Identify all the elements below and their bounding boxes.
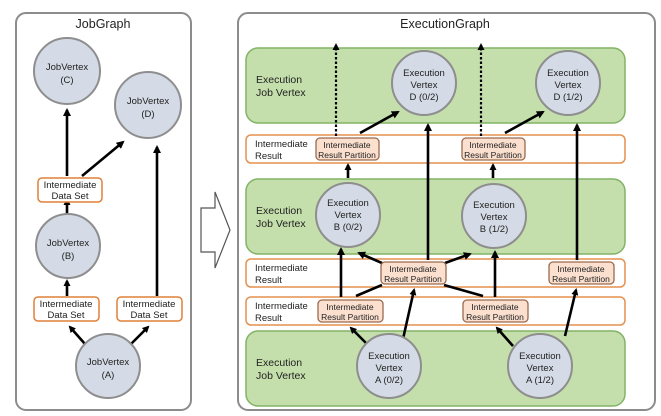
edge-irp-a1-to-irp-a0-line (355, 283, 383, 298)
job-vertex-a-id: (A) (102, 370, 115, 381)
ir-b-label-1: Intermediate (255, 139, 308, 150)
ir-a1-label-2: Result (255, 275, 282, 286)
ids-b-line1: Intermediate (44, 180, 97, 191)
ir-a2-label-1: Intermediate (255, 301, 308, 312)
execution-vertex-d1[interactable]: Execution Vertex D (1/2) (535, 50, 601, 116)
irp-b0-line2: Result Partition (318, 150, 376, 160)
edge-irp-b1-to-d1 (504, 110, 545, 135)
ids-a2-line1: Intermediate (123, 299, 176, 310)
intermediate-data-set-a2[interactable]: Intermediate Data Set (116, 296, 183, 322)
irp-a1d-line2: Result Partition (552, 274, 610, 284)
irp-a1d-line1: Intermediate (557, 264, 605, 274)
ids-a1-line1: Intermediate (40, 299, 93, 310)
ev-a0-line1: Execution (368, 351, 410, 362)
intermediate-data-set-b[interactable]: Intermediate Data Set (37, 177, 103, 203)
ev-b0-line3: B (0/2) (334, 222, 363, 233)
ev-d1-line2: Vertex (555, 80, 582, 91)
irp-b1[interactable]: Intermediate Result Partition (461, 137, 526, 161)
edge-irp-a0-to-b1 (444, 252, 472, 265)
job-vertex-b[interactable]: JobVertex (B) (35, 213, 101, 279)
transform-arrow-icon (200, 191, 231, 269)
ejv-b-label-1: Execution (256, 205, 302, 217)
ejv-d-label-1: Execution (256, 74, 302, 86)
ejv-b-label-2: Job Vertex (256, 218, 306, 230)
execution-graph-title: ExecutionGraph (400, 17, 490, 31)
irp-a0-line1: Intermediate (389, 264, 437, 274)
intermediate-result-b: Intermediate Result (245, 134, 626, 164)
ev-d0-line2: Vertex (411, 80, 438, 91)
edge-ids-to-d (81, 140, 125, 178)
edge-a-to-ids1 (68, 325, 86, 345)
job-vertex-c-id: (C) (60, 75, 73, 86)
ev-a1-line1: Execution (519, 351, 561, 362)
edge-a1-to-irp-a3 (495, 326, 514, 347)
irp-b1-line1: Intermediate (469, 140, 517, 150)
ev-a1-line2: Vertex (527, 363, 554, 374)
irp-a1b-line1: Intermediate (471, 302, 519, 312)
ids-a2-line2: Data Set (131, 310, 168, 321)
execution-vertex-b1[interactable]: Execution Vertex B (1/2) (461, 183, 527, 249)
ev-b0-line2: Vertex (335, 210, 362, 221)
irp-b0-line1: Intermediate (323, 140, 371, 150)
execution-job-vertex-b: Execution Job Vertex (245, 178, 626, 255)
ids-a1-line2: Data Set (48, 310, 85, 321)
ev-d0-line1: Execution (403, 68, 445, 79)
ir-b-label-2: Result (255, 151, 282, 162)
job-vertex-c-label: JobVertex (46, 62, 88, 73)
edge-a1-to-irp-a2 (563, 288, 579, 337)
irp-a0-b[interactable]: Intermediate Result Partition (317, 299, 384, 323)
ev-a0-line2: Vertex (376, 363, 403, 374)
irp-a0b-line1: Intermediate (326, 302, 374, 312)
edge-a-to-ids2 (130, 325, 150, 345)
job-vertex-b-id: (B) (62, 251, 75, 262)
ev-b1-line3: B (1/2) (480, 224, 509, 235)
ejv-a-label-2: Job Vertex (256, 370, 306, 382)
ejv-a-label-1: Execution (256, 357, 302, 369)
job-vertex-b-label: JobVertex (47, 238, 89, 249)
edge-irp-a0-to-b0 (357, 251, 383, 265)
ev-b0-line1: Execution (327, 198, 369, 209)
execution-vertex-b0[interactable]: Execution Vertex B (0/2) (315, 182, 381, 248)
job-vertex-a-label: JobVertex (87, 357, 129, 368)
ev-d0-line3: D (0/2) (409, 92, 438, 103)
ev-b1-line1: Execution (473, 200, 515, 211)
execution-vertex-d0[interactable]: Execution Vertex D (0/2) (391, 50, 457, 116)
irp-b1-line2: Result Partition (464, 150, 522, 160)
ir-a2-label-2: Result (255, 313, 282, 324)
execution-vertex-a0[interactable]: Execution Vertex A (0/2) (356, 333, 422, 399)
irp-b0[interactable]: Intermediate Result Partition (315, 137, 380, 161)
irp-a0-shared[interactable]: Intermediate Result Partition (380, 261, 447, 285)
ejv-d-label-2: Job Vertex (256, 87, 306, 99)
job-vertex-d-label: JobVertex (127, 96, 169, 107)
ev-a0-line3: A (0/2) (375, 375, 403, 386)
job-graph-title: JobGraph (76, 17, 131, 31)
irp-a0b-line2: Result Partition (321, 312, 379, 322)
irp-a1-d[interactable]: Intermediate Result Partition (548, 261, 615, 285)
edge-irp-b0-to-d0 (359, 110, 400, 135)
ids-b-line2: Data Set (52, 191, 89, 202)
job-vertex-c[interactable]: JobVertex (C) (33, 37, 101, 105)
execution-vertex-a1[interactable]: Execution Vertex A (1/2) (507, 333, 573, 399)
execution-graph-panel: ExecutionGraph Execution Job Vertex Exec… (237, 12, 656, 411)
ev-b1-line2: Vertex (481, 212, 508, 223)
edge-irp-a3-to-irp-a0-line (443, 283, 484, 298)
job-vertex-d[interactable]: JobVertex (D) (114, 71, 182, 139)
edge-a0-to-irp-a0 (401, 288, 417, 340)
ev-d1-line3: D (1/2) (553, 92, 582, 103)
job-graph-panel: JobGraph JobVertex (C) JobVertex (D) Job… (15, 12, 192, 411)
irp-a1-b[interactable]: Intermediate Result Partition (462, 299, 529, 323)
ir-a1-label-1: Intermediate (255, 263, 308, 274)
irp-a0-line2: Result Partition (384, 274, 442, 284)
irp-a1b-line2: Result Partition (466, 312, 524, 322)
ev-a1-line3: A (1/2) (526, 375, 554, 386)
job-vertex-d-id: (D) (141, 109, 154, 120)
intermediate-data-set-a1[interactable]: Intermediate Data Set (33, 296, 100, 322)
job-vertex-a[interactable]: JobVertex (A) (75, 333, 141, 399)
ev-d1-line1: Execution (547, 68, 589, 79)
